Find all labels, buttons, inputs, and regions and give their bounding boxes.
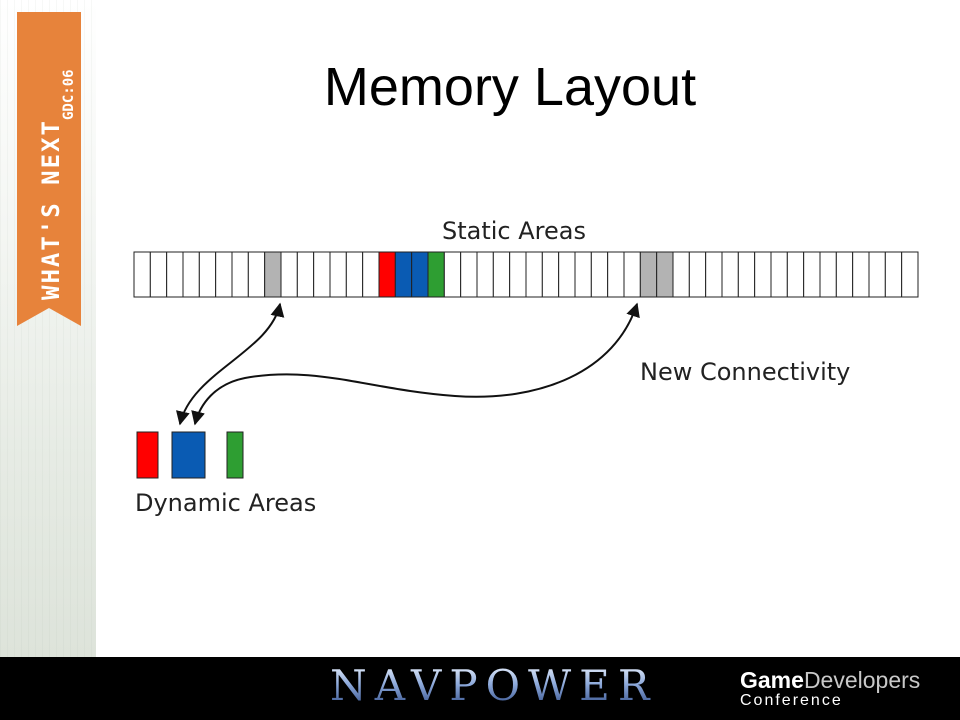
static-cell [884, 251, 903, 298]
static-cell [313, 251, 331, 298]
static-cell [868, 251, 886, 298]
static-cell [362, 251, 380, 298]
static-cell [296, 251, 315, 298]
static-cell [852, 251, 870, 298]
navpower-logo: NAVPOWER [330, 661, 658, 710]
static-cell [394, 251, 413, 298]
dynamic-block [171, 431, 206, 479]
static-cell [280, 251, 298, 298]
left-decor-strip: WHAT'S NEXT GDC:06 [0, 0, 96, 657]
new-connectivity-label: New Connectivity [640, 358, 850, 386]
dynamic-areas-label: Dynamic Areas [135, 489, 316, 517]
static-cell [623, 251, 641, 298]
static-cell [754, 251, 772, 298]
static-cell [541, 251, 560, 298]
gdc-game-text: Game [740, 667, 804, 693]
static-cell [427, 251, 445, 298]
static-cell [721, 251, 739, 298]
gdc-developers-text: Developers [803, 667, 921, 693]
static-cell [835, 251, 854, 298]
badge-event: GDC:06 [61, 69, 77, 120]
static-cell [705, 251, 723, 298]
connection-arrow-1 [176, 302, 285, 426]
dynamic-block [136, 431, 159, 479]
badge-shape [17, 12, 81, 326]
gdc-logo-top: GameDevelopers [740, 669, 920, 692]
static-cell [737, 251, 756, 298]
connection-arrow-2 [191, 302, 640, 426]
static-cell [688, 251, 707, 298]
dynamic-areas-blocks [136, 431, 244, 479]
footer-bar: NAVPOWER GameDevelopers Conference [0, 657, 960, 720]
static-cell [492, 251, 511, 298]
static-cell [198, 251, 217, 298]
static-cell [607, 251, 625, 298]
static-cell [149, 251, 168, 298]
static-areas-label: Static Areas [442, 217, 586, 245]
static-cell [476, 251, 494, 298]
static-cell [672, 251, 690, 298]
static-cell [329, 251, 347, 298]
static-cell [247, 251, 266, 298]
static-cell [182, 251, 200, 298]
static-cell [443, 251, 462, 298]
static-cell [786, 251, 805, 298]
static-cell [558, 251, 576, 298]
static-cell [803, 251, 821, 298]
static-cell [215, 251, 233, 298]
static-areas-strip [133, 251, 919, 298]
static-cell [525, 251, 543, 298]
gdc-conference-text: Conference [740, 692, 843, 709]
static-cell [231, 251, 249, 298]
gdc-logo: GameDevelopers Conference [740, 669, 920, 709]
static-cell [656, 251, 674, 298]
dynamic-block [226, 431, 244, 479]
badge-text: WHAT'S NEXT [37, 119, 65, 300]
static-cell [819, 251, 837, 298]
static-cell [166, 251, 184, 298]
static-cell [133, 251, 151, 298]
whats-next-badge: WHAT'S NEXT GDC:06 [17, 12, 81, 326]
static-cell [378, 251, 396, 298]
static-cell [460, 251, 478, 298]
slide-title: Memory Layout [323, 57, 697, 117]
static-cell [411, 251, 429, 298]
static-cell [770, 251, 788, 298]
static-cell [509, 251, 527, 298]
static-cell [590, 251, 609, 298]
static-cell [574, 251, 592, 298]
static-cell [639, 251, 658, 298]
memory-diagram: Static Areas New Connectivity Dynamic Ar… [133, 217, 919, 517]
static-cell [264, 251, 282, 298]
static-cell [345, 251, 364, 298]
static-cell [901, 251, 919, 298]
